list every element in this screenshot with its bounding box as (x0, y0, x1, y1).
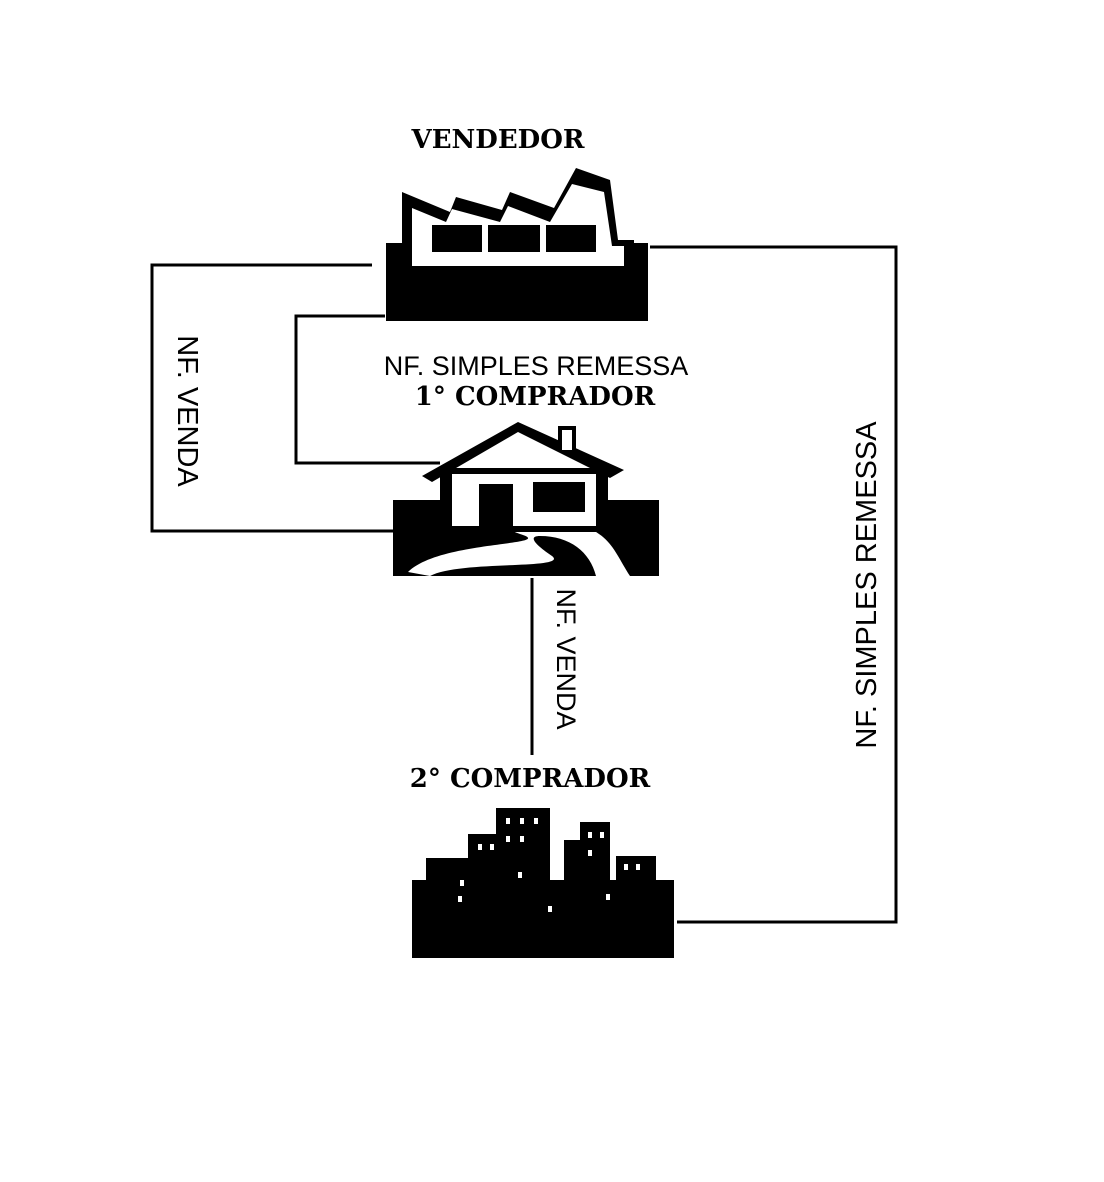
factory-icon (386, 168, 648, 321)
seller-label: VENDEDOR (411, 125, 585, 155)
edge-label-seller-first-shipment: NF. SIMPLES REMESSA (384, 351, 689, 381)
connectors (150, 245, 898, 924)
edge-label-first-second-sale: NF. VENDA (551, 588, 581, 729)
first-buyer-label: 1° COMPRADOR (415, 382, 656, 412)
edge-label-seller-first-sale: NF. VENDA (171, 335, 203, 487)
house-icon (393, 422, 659, 576)
edge-seller-first-sale (150, 263, 395, 533)
edge-seller-first-shipment (294, 314, 440, 465)
city-buildings-icon (412, 808, 674, 958)
edge-seller-second-shipment (650, 245, 898, 924)
second-buyer-label: 2° COMPRADOR (410, 764, 651, 794)
edge-label-seller-second-shipment: NF. SIMPLES REMESSA (851, 421, 883, 749)
